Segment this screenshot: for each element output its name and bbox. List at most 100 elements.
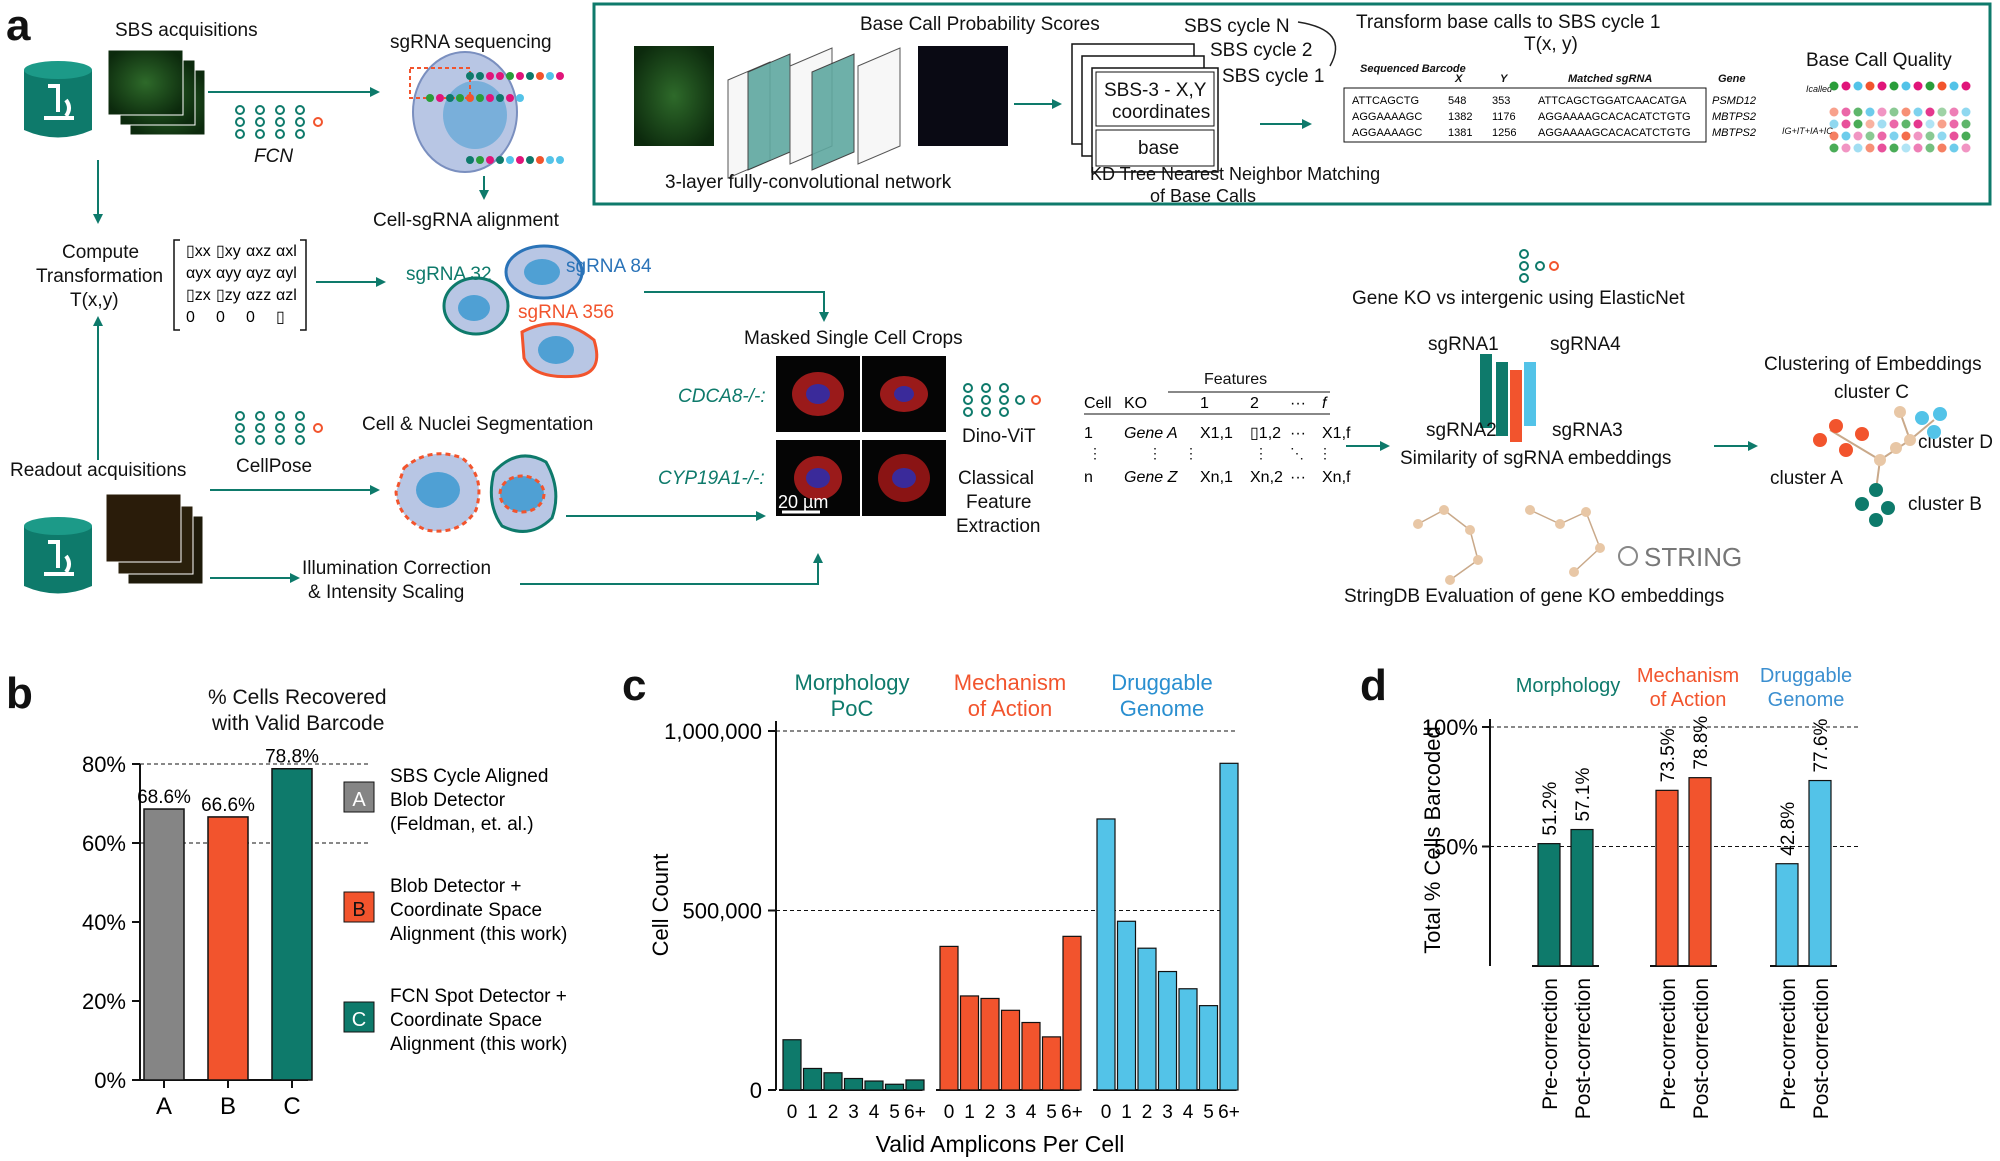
b-legend-text: Blob Detector [390, 790, 506, 811]
c-bar [802, 1067, 823, 1091]
sbs-cycle-1-label: SBS cycle 1 [1222, 66, 1324, 87]
compute-line2: Transformation [36, 266, 163, 287]
sgrna2-label: sgRNA2 [1426, 420, 1497, 441]
string-logo-text: STRING [1644, 542, 1742, 572]
d-series-header: Mechanism [1637, 665, 1739, 687]
features-cell: Cell [1084, 395, 1112, 412]
matrix-cell: ▯zx [186, 287, 211, 304]
barcode-cell: ATTCAGCTGGATCAACATGA [1538, 95, 1687, 107]
d-series-header: Morphology [1516, 675, 1621, 697]
c-x-tick-label: 2 [828, 1102, 839, 1123]
cellpose-label: CellPose [236, 456, 312, 477]
b-legend-swatch [343, 781, 375, 813]
quality-dot [1925, 131, 1935, 141]
transform-title-line2: T(x, y) [1524, 34, 1578, 55]
quality-dot [1877, 81, 1887, 91]
panel-b: b % Cells Recovered with Valid Barcode 0… [6, 669, 567, 1120]
b-legend-key: A [352, 789, 366, 811]
c-series-header: Mechanism [954, 670, 1066, 695]
b-bar [271, 767, 313, 1081]
c-bar [1178, 988, 1198, 1091]
b-legend-key: C [352, 1009, 366, 1031]
d-x-tick-label: Pre-correction [1539, 978, 1562, 1110]
sgrna-32-label: sgRNA 32 [406, 264, 492, 285]
sbs-cycle-stack [1071, 43, 1219, 173]
barcode-cell: MBTPS2 [1712, 127, 1756, 139]
c-x-tick-label: 0 [787, 1102, 798, 1123]
similarity-label: Similarity of sgRNA embeddings [1400, 448, 1671, 469]
c-bar [1137, 947, 1157, 1091]
features-cell: KO [1124, 395, 1147, 412]
readout-image-stack [105, 493, 204, 585]
d-y-label: Total % Cells Barcoded [1420, 726, 1445, 953]
c-bar [1021, 1021, 1041, 1091]
b-legend-text: Alignment (this work) [390, 924, 567, 945]
features-cell: 2 [1250, 395, 1259, 412]
b-y-tick-label: 80% [82, 752, 126, 777]
c-bar [864, 1080, 884, 1091]
quality-dot [1925, 119, 1935, 129]
b-value-label: 68.6% [137, 787, 191, 808]
sbs3-coords-line2: coordinates [1112, 102, 1210, 123]
th-gene: Gene [1718, 73, 1746, 85]
svg-text:⋮: ⋮ [1184, 445, 1198, 461]
quality-dot [1949, 107, 1959, 117]
sgrna-embedding-bars [1480, 354, 1536, 442]
string-network-graphs [1413, 505, 1605, 585]
quality-dot [1913, 119, 1923, 129]
c-bar [823, 1072, 843, 1091]
cluster-a-label: cluster A [1770, 468, 1843, 489]
features-cell: X1,1 [1200, 425, 1233, 442]
barcode-cell: 353 [1492, 95, 1510, 107]
quality-dot [1853, 131, 1863, 141]
i-called-label: Icalled [1806, 84, 1833, 94]
matrix-cell: αyz [246, 265, 271, 282]
barcode-cell: PSMD12 [1712, 95, 1756, 107]
clustering-label: Clustering of Embeddings [1764, 354, 1982, 375]
c-x-tick-label: 1 [807, 1102, 818, 1123]
quality-dot [1949, 81, 1959, 91]
b-legend-swatch [343, 891, 375, 923]
b-legend-text: FCN Spot Detector + [390, 986, 567, 1007]
quality-dot [1889, 143, 1899, 153]
d-x-tick-label: Post-correction [1810, 978, 1833, 1119]
d-bar [1688, 777, 1712, 967]
fcn-icon [235, 105, 323, 139]
chart-b-title-line1: % Cells Recovered [208, 686, 387, 709]
quality-dot [1877, 143, 1887, 153]
i-sum-label: IG+IT+IA+IC [1782, 126, 1833, 136]
d-x-tick-label: Pre-correction [1777, 978, 1800, 1110]
elasticnet-icon [1519, 249, 1559, 283]
svg-text:⋱: ⋱ [1290, 445, 1304, 461]
panel-a: a SBS acquisitions [6, 1, 1993, 607]
b-y-tick-label: 60% [82, 831, 126, 856]
b-legend-key: B [352, 899, 365, 921]
b-y-tick-label: 0% [94, 1068, 126, 1093]
c-bar [1116, 920, 1137, 1091]
c-x-tick-label: 3 [1162, 1102, 1173, 1123]
matrix-cell: 0 [216, 309, 225, 326]
quality-dot [1925, 143, 1935, 153]
quality-dot [1853, 119, 1863, 129]
b-legend-text: (Feldman, et. al.) [390, 814, 534, 835]
quality-dot [1889, 107, 1899, 117]
b-legend-text: Coordinate Space [390, 900, 542, 921]
barcode-cell: 1176 [1492, 111, 1516, 123]
aligned-cells-illustration [442, 244, 599, 379]
cycle-bracket [1297, 21, 1337, 67]
quality-dot [1841, 131, 1851, 141]
compute-line3: T(x,y) [70, 290, 119, 311]
d-x-tick-label: Pre-correction [1657, 978, 1680, 1110]
matrix-cell: ▯zy [216, 287, 241, 304]
matrix-cell: αzz [246, 287, 271, 304]
barcode-cell: AGGAAAAGC [1352, 127, 1422, 139]
d-value-label: 51.2% [1540, 782, 1561, 836]
b-value-label: 66.6% [201, 795, 255, 816]
features-cell: ▯1,2 [1250, 425, 1281, 442]
